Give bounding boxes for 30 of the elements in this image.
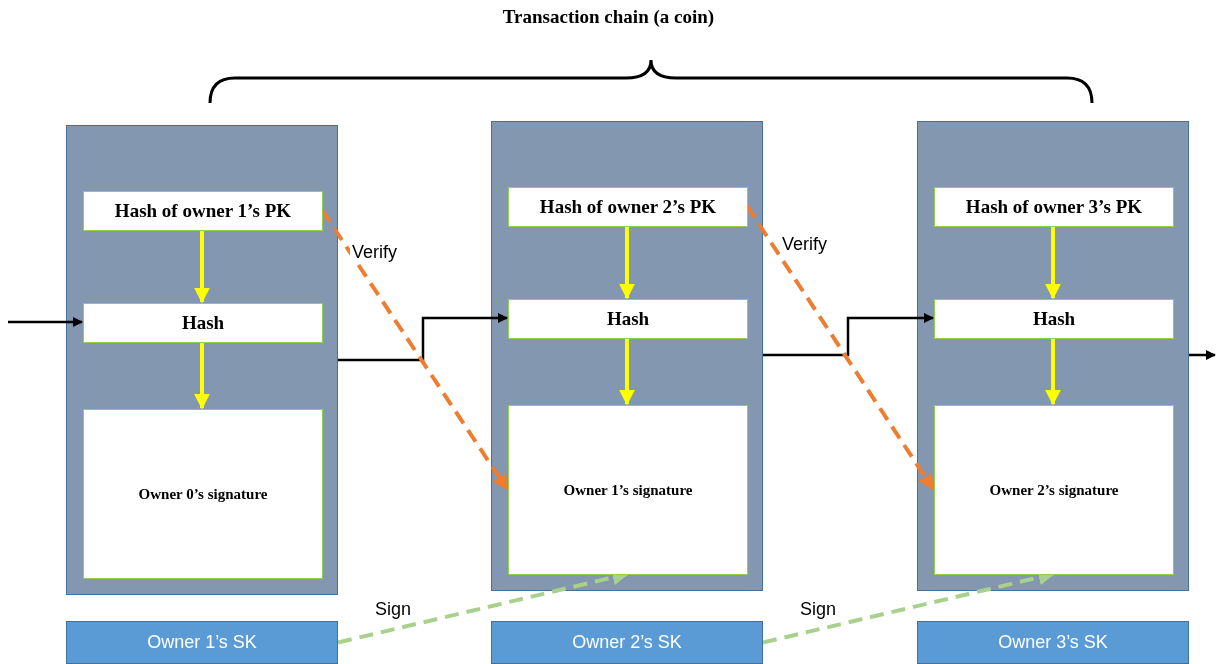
arrow [1045, 338, 1061, 406]
text-box: Hash [934, 299, 1174, 339]
block-panel [917, 121, 1189, 591]
arrow [194, 342, 210, 410]
key-box: Owner 2’s SK [491, 621, 763, 664]
arrow [194, 230, 210, 304]
key-box: Owner 1’s SK [66, 621, 338, 664]
arrow [763, 313, 934, 357]
block-panel [491, 121, 763, 591]
text-box: Hash [83, 303, 323, 343]
diagram-title: Transaction chain (a coin) [502, 6, 715, 28]
key-box: Owner 3’s SK [917, 621, 1189, 664]
arrow [619, 226, 635, 300]
text-box: Hash [508, 299, 748, 339]
arrow [619, 338, 635, 406]
text-box: Owner 1’s signature [508, 405, 748, 575]
arrow [8, 317, 83, 327]
text-box: Hash of owner 3’s PK [934, 187, 1174, 227]
text-box: Hash of owner 1’s PK [83, 191, 323, 231]
arrow [338, 313, 508, 362]
arrow [745, 204, 935, 491]
text-box: Owner 0’s signature [83, 409, 323, 579]
text-box: Hash of owner 2’s PK [508, 187, 748, 227]
arrow [1045, 226, 1061, 300]
edge-label: Verify [780, 234, 830, 255]
arrow [1189, 350, 1216, 360]
text-box: Owner 2’s signature [934, 405, 1174, 575]
arrow [320, 208, 509, 491]
block-panel [66, 125, 338, 595]
edge-label: Verify [350, 242, 400, 263]
